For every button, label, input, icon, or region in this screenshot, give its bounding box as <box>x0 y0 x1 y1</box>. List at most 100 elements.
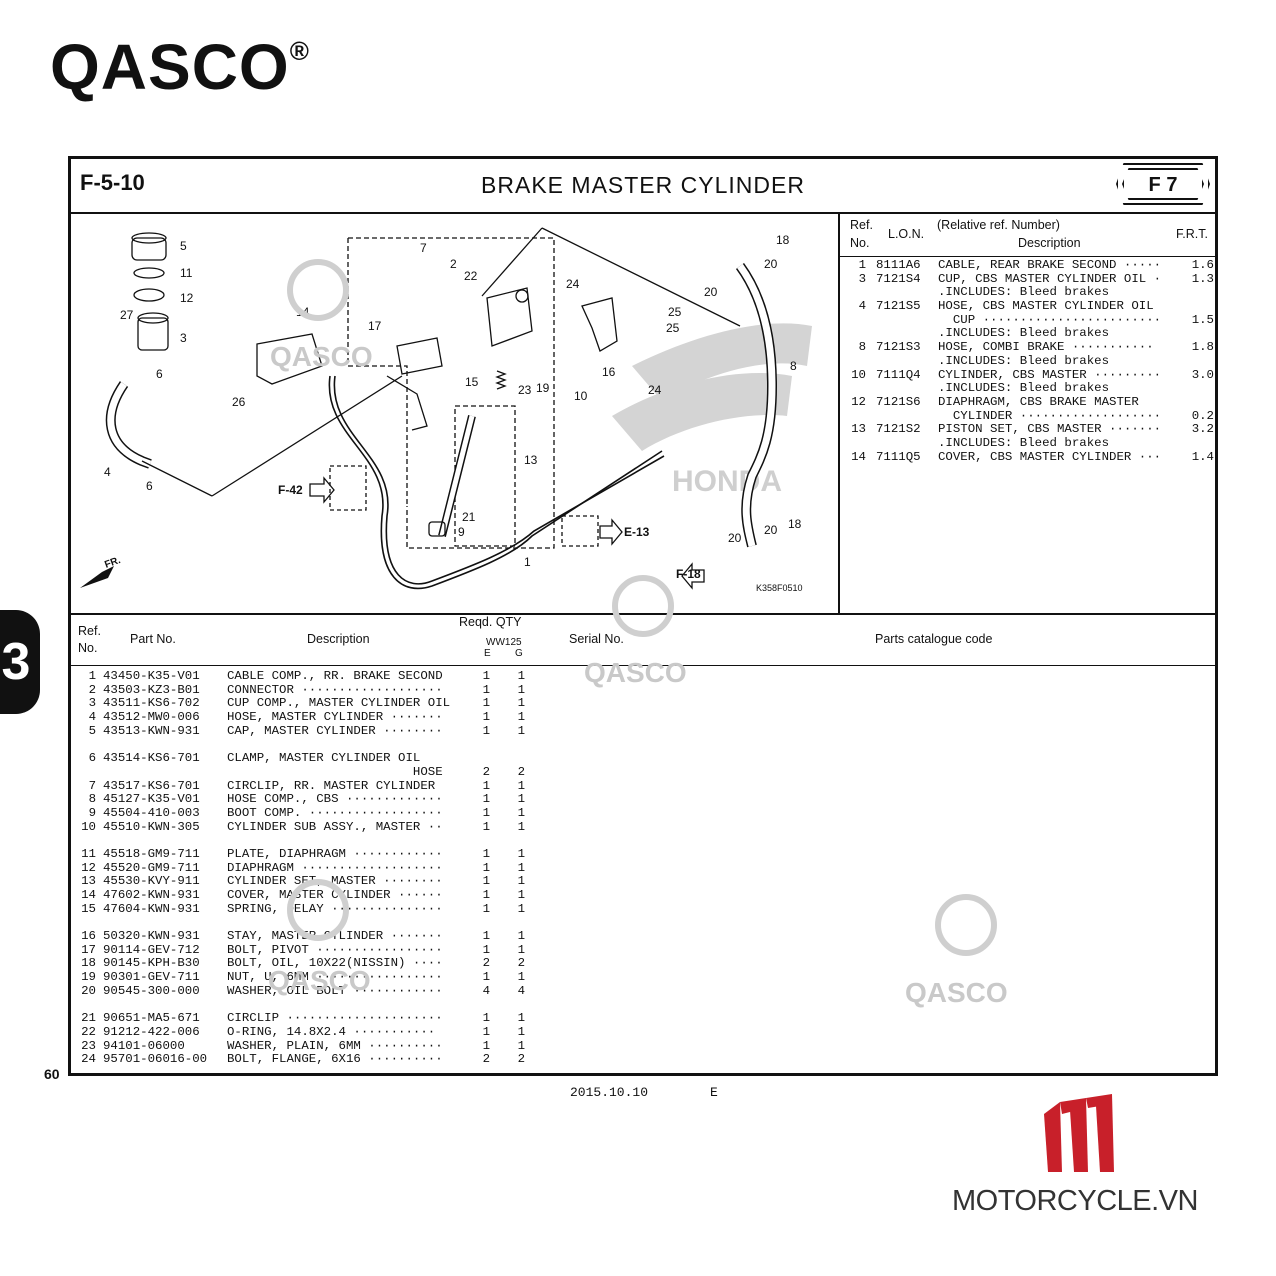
parts-cell-desc: CYLINDER SET, MASTER ········ <box>227 874 443 889</box>
diagram-divider <box>838 212 840 614</box>
parts-cell-e: 4 <box>482 983 490 998</box>
lon-hdr-no: No. <box>850 236 870 250</box>
callout: 5 <box>180 239 187 253</box>
parts-cell-g: 2 <box>517 1052 525 1067</box>
lon-cell-frt: 3.0 <box>1191 367 1214 382</box>
callout: 6 <box>146 479 153 493</box>
parts-cell-ref: 1 <box>88 669 96 683</box>
parts-cell-g: 4 <box>517 983 525 998</box>
parts-cell-part: 43503-KZ3-B01 <box>103 682 200 697</box>
parts-cell-e: 1 <box>482 901 490 916</box>
callout: 20 <box>728 531 742 545</box>
lon-cell-desc: COVER, CBS MASTER CYLINDER ··· <box>938 449 1162 464</box>
parts-cell-part: 45520-GM9-711 <box>103 860 200 875</box>
parts-cell-e: 1 <box>482 942 490 957</box>
parts-cell-g: 1 <box>517 682 525 697</box>
parts-cell-part: 90651-MA5-671 <box>103 1011 200 1026</box>
table-divider <box>68 613 1218 615</box>
parts-cell-e: 2 <box>482 956 490 971</box>
callout: 13 <box>524 453 538 467</box>
parts-cell-g: 2 <box>517 764 525 779</box>
lon-hdr-ref: Ref. <box>850 218 873 232</box>
motorcycle-vn-logo-icon <box>1044 1094 1114 1172</box>
callout: 18 <box>788 517 802 531</box>
parts-cell-desc: BOLT, PIVOT ················· <box>227 942 443 957</box>
parts-cell-e: 2 <box>482 1052 490 1067</box>
parts-cell-ref: 8 <box>88 792 96 807</box>
parts-cell-desc: BOLT, OIL, 10X22(NISSIN) ···· <box>227 956 443 971</box>
parts-cell-part: 43517-KS6-701 <box>103 778 200 793</box>
parts-cell-e: 1 <box>482 778 490 793</box>
lon-cell-frt: 3.2 <box>1191 422 1214 437</box>
parts-hdr-catalogue: Parts catalogue code <box>875 632 993 646</box>
parts-cell-desc: CYLINDER SUB ASSY., MASTER ·· <box>227 819 443 834</box>
lon-cell-desc: CYLINDER, CBS MASTER ········· <box>938 367 1162 382</box>
parts-cell-e: 1 <box>482 723 490 738</box>
section-badge: 3 <box>0 610 40 714</box>
parts-cell-g: 1 <box>517 970 525 985</box>
parts-cell-ref: 5 <box>88 723 96 738</box>
parts-cell-part: 45504-410-003 <box>103 805 200 820</box>
lon-cell-lon: 7121S2 <box>876 422 921 437</box>
callout: 22 <box>464 269 478 283</box>
exploded-diagram: HONDA <box>80 227 812 593</box>
parts-cell-ref: 11 <box>81 846 96 861</box>
parts-cell-part: 45518-GM9-711 <box>103 846 200 861</box>
parts-cell-part: 45127-K35-V01 <box>103 792 200 807</box>
ref-e13: E-13 <box>624 525 650 539</box>
parts-cell-ref: 16 <box>81 929 96 944</box>
parts-cell-ref: 6 <box>88 751 96 766</box>
parts-cell-e: 1 <box>482 669 490 683</box>
parts-cell-g: 1 <box>517 723 525 738</box>
parts-cell-e: 1 <box>482 1038 490 1053</box>
parts-cell-part: 43511-KS6-702 <box>103 696 200 711</box>
parts-cell-desc: STAY, MASTER CYLINDER ······· <box>227 929 443 944</box>
lon-hdr-desc: Description <box>1018 236 1081 250</box>
parts-hdr-part: Part No. <box>130 632 176 646</box>
lon-cell-desc: HOSE, COMBI BRAKE ··········· <box>938 340 1154 355</box>
parts-cell-desc: CIRCLIP, RR. MASTER CYLINDER <box>227 778 436 793</box>
figure-badge: F 7 <box>1116 163 1210 205</box>
lon-cell-lon: 7121S6 <box>876 394 921 409</box>
parts-cell-desc: BOLT, FLANGE, 6X16 ·········· <box>227 1052 443 1067</box>
page-title: BRAKE MASTER CYLINDER <box>481 172 805 198</box>
lon-cell-lon: 7111Q5 <box>876 449 921 464</box>
parts-cell-desc: CIRCLIP ····················· <box>227 1011 443 1026</box>
lon-cell-desc: DIAPHRAGM, CBS BRAKE MASTER <box>938 394 1139 409</box>
callout: 24 <box>566 277 580 291</box>
parts-cell-desc: SPRING, DELAY ··············· <box>227 901 443 916</box>
callout: 9 <box>458 525 465 539</box>
parts-cell-desc: HOSE COMP., CBS ············· <box>227 792 443 807</box>
lon-cell-ref: 12 <box>851 394 866 409</box>
parts-hdr-e: E <box>484 648 491 659</box>
parts-cell-e: 1 <box>482 710 490 725</box>
parts-cell-e: 1 <box>482 970 490 985</box>
callout: 7 <box>420 241 427 255</box>
ref-f42: F-42 <box>278 483 303 497</box>
callout: 21 <box>462 510 476 524</box>
parts-hdr-model: WW125 <box>486 637 522 648</box>
lon-cell-desc: .INCLUDES: Bleed brakes <box>938 285 1110 300</box>
callout: 23 <box>518 383 532 397</box>
parts-hdr-desc: Description <box>307 632 370 646</box>
lon-cell-lon: 7121S3 <box>876 340 921 355</box>
parts-cell-part: 45530-KVY-911 <box>103 874 200 889</box>
parts-cell-g: 1 <box>517 792 525 807</box>
parts-cell-g: 1 <box>517 860 525 875</box>
parts-cell-g: 1 <box>517 805 525 820</box>
front-arrow-icon <box>80 566 114 588</box>
lon-cell-desc: PISTON SET, CBS MASTER ······· <box>938 422 1162 437</box>
lon-cell-lon: 8111A6 <box>876 258 921 272</box>
lon-cell-desc: .INCLUDES: Bleed brakes <box>938 435 1110 450</box>
callout: 18 <box>776 233 790 247</box>
parts-cell-desc: CONNECTOR ··················· <box>227 682 443 697</box>
lon-cell-frt: 1.4 <box>1191 449 1214 464</box>
callout: 16 <box>602 365 616 379</box>
parts-cell-ref: 23 <box>81 1038 96 1053</box>
parts-cell-desc: BOOT COMP. ·················· <box>227 805 443 820</box>
parts-cell-ref: 12 <box>81 860 96 875</box>
lon-cell-ref: 10 <box>851 367 866 382</box>
parts-cell-e: 2 <box>482 764 490 779</box>
parts-cell-g: 1 <box>517 929 525 944</box>
parts-cell-e: 1 <box>482 846 490 861</box>
